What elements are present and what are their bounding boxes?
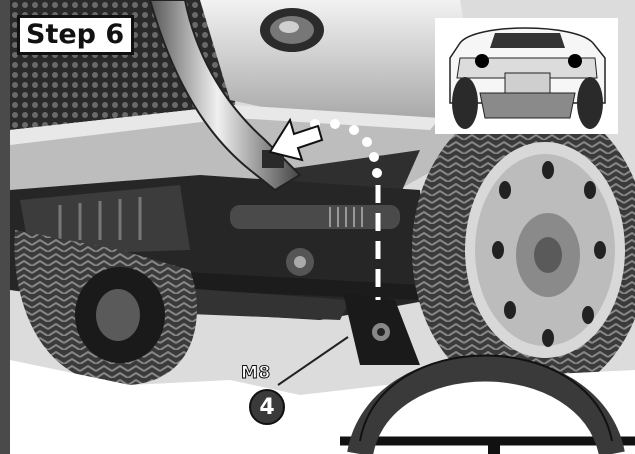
bolt-size-label: M8 — [241, 363, 271, 384]
step-label: Step 6 — [17, 15, 135, 56]
quantity-badge: 4 — [249, 389, 285, 425]
